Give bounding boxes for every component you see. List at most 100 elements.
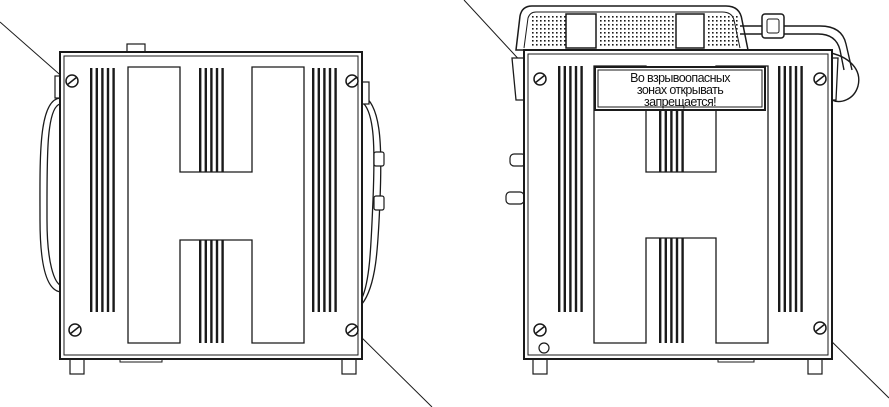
grip-dot xyxy=(640,24,642,26)
grip-dot xyxy=(600,36,602,38)
grip-dot xyxy=(664,36,666,38)
grip-dot xyxy=(648,32,650,34)
grip-dot xyxy=(736,16,738,18)
grip-dot xyxy=(628,24,630,26)
grip-dot xyxy=(720,20,722,22)
grip-dot xyxy=(532,40,534,42)
grip-dot xyxy=(712,44,714,46)
grip-dot xyxy=(564,32,566,34)
grip-dot xyxy=(636,20,638,22)
grip-dot xyxy=(656,32,658,34)
fin xyxy=(112,68,115,312)
fin xyxy=(328,68,332,312)
fin xyxy=(675,110,679,172)
grip-dot xyxy=(728,32,730,34)
grip-dot xyxy=(724,20,726,22)
screw-top-left xyxy=(65,74,79,88)
warning-line-3: запрещается! xyxy=(644,95,716,109)
grip-dot xyxy=(552,32,554,34)
grip-dot xyxy=(636,36,638,38)
grip-dot xyxy=(708,40,710,42)
fin xyxy=(675,238,679,343)
grip-dot xyxy=(604,44,606,46)
screw-top-right xyxy=(345,74,359,88)
grip-dot xyxy=(544,20,546,22)
grip-dot xyxy=(672,24,674,26)
grip-dot xyxy=(544,16,546,18)
fins-right-outer xyxy=(312,68,337,312)
grip-dot xyxy=(544,32,546,34)
grip-dot xyxy=(612,16,614,18)
grip-dot xyxy=(560,44,562,46)
grip-dot xyxy=(672,20,674,22)
grip-dot xyxy=(736,28,738,30)
fin xyxy=(221,240,224,343)
grip-dot xyxy=(720,44,722,46)
grip-dot xyxy=(668,20,670,22)
grip-dot xyxy=(620,44,622,46)
grip-dot xyxy=(728,16,730,18)
grip-dot xyxy=(536,24,538,26)
grip-dot xyxy=(544,40,546,42)
grip-dot xyxy=(652,20,654,22)
front-screw-top-left xyxy=(533,72,547,86)
grip-dot xyxy=(632,20,634,22)
warning-plate: Во взрывоопасных зонах открывать запреща… xyxy=(594,66,766,111)
grip-dot xyxy=(632,32,634,34)
grip-dot xyxy=(636,16,638,18)
grip-dot xyxy=(600,24,602,26)
grip-dot xyxy=(624,16,626,18)
grip-dot xyxy=(664,24,666,26)
grip-dot xyxy=(564,40,566,42)
fin xyxy=(221,68,224,172)
grip-dot xyxy=(620,16,622,18)
grip-dot xyxy=(612,36,614,38)
grip-dot xyxy=(564,24,566,26)
grip-dot xyxy=(612,28,614,30)
grip-dot xyxy=(648,20,650,22)
shoulder-strap xyxy=(740,25,853,71)
grip-dot xyxy=(660,32,662,34)
grip-dot xyxy=(628,32,630,34)
grip-dot xyxy=(660,16,662,18)
grip-dot xyxy=(632,28,634,30)
grip-dot xyxy=(548,40,550,42)
fin xyxy=(664,238,667,343)
fin xyxy=(800,66,803,312)
grip-dot xyxy=(624,20,626,22)
grip-dot xyxy=(620,24,622,26)
grip-dot xyxy=(668,16,670,18)
grip-dot xyxy=(716,44,718,46)
grip-dot xyxy=(672,44,674,46)
grip-dot xyxy=(564,20,566,22)
grip-dot xyxy=(540,36,542,38)
grip-dot xyxy=(608,28,610,30)
grip-dot xyxy=(724,16,726,18)
fin xyxy=(312,68,315,312)
front-foot-left xyxy=(532,357,548,375)
grip-dot xyxy=(640,32,642,34)
grip-dot xyxy=(560,40,562,42)
grip-dot xyxy=(724,28,726,30)
grip-dot xyxy=(720,32,722,34)
grip-dot xyxy=(716,32,718,34)
grip-dot xyxy=(736,20,738,22)
front-screw-bottom-left xyxy=(533,323,547,337)
fin xyxy=(580,66,583,312)
fin xyxy=(569,66,572,312)
grip-dot xyxy=(732,28,734,30)
grip-dot xyxy=(600,32,602,34)
grip-dot xyxy=(724,40,726,42)
fin xyxy=(215,68,219,172)
grip-dot xyxy=(668,40,670,42)
grip-dot xyxy=(552,24,554,26)
grip-dot xyxy=(548,44,550,46)
grip-dot xyxy=(660,20,662,22)
grip-dot xyxy=(640,16,642,18)
grip-dot xyxy=(612,44,614,46)
grip-dot xyxy=(736,44,738,46)
grip-dot xyxy=(544,28,546,30)
grip-dot xyxy=(556,44,558,46)
